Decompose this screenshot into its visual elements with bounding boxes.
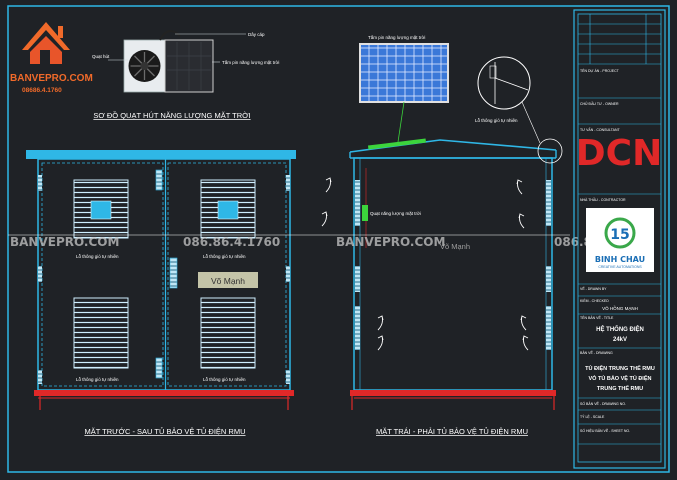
label-fan: Quạt hút — [92, 54, 110, 59]
tb-drawing-title-2: VỎ TỦ BẢO VỆ TỦ ĐIỆN — [589, 374, 652, 382]
tb-consultant-label: TƯ VẤN - CONSULTANT — [580, 128, 620, 132]
hinge-left-top — [38, 175, 42, 191]
tb-owner-label: CHỦ ĐẦU TƯ - OWNER — [580, 101, 619, 106]
front-base — [34, 390, 294, 396]
side-strip-right-top — [546, 180, 551, 226]
detail-callout-circle — [537, 138, 563, 164]
tb-scale-label: TỶ LỆ - SCALE — [580, 414, 605, 419]
side-strip-left-mid — [355, 266, 360, 292]
side-base — [350, 390, 556, 396]
tb-designer: VÕ HỒNG MẠNH — [602, 305, 638, 311]
front-view-title: MẶT TRƯỚC - SAU TỦ BẢO VỆ TỦ ĐIỆN RMU — [84, 427, 245, 436]
hinge-right-mid — [286, 266, 290, 282]
louver-bottom-left — [73, 297, 129, 369]
front-vent-label-upper-left: Lỗ thông gió tự nhiên — [76, 253, 119, 259]
hinge-right-top — [286, 175, 290, 191]
roof-mounted-panel — [367, 138, 427, 150]
title-block: TÊN DỰ ÁN - PROJECT CHỦ ĐẦU TƯ - OWNER T… — [573, 9, 666, 469]
side-fan-label: Quạt năng lượng mặt trời — [370, 211, 421, 216]
hinge-right-bottom — [286, 370, 290, 384]
label-cable: Dây cáp — [248, 32, 265, 37]
watermark-site-right: BANVEPRO.COM — [336, 235, 445, 249]
front-vent-label-lower-right: Lỗ thông gió tự nhiên — [203, 376, 246, 382]
house-logo-icon — [22, 22, 70, 50]
tb-contractor-label: NHÀ THẦU - CONTRACTOR — [580, 198, 626, 202]
front-view: Lỗ thông gió tự nhiên Lỗ thông gió tự nh… — [26, 150, 296, 436]
banvepro-logo: BANVEPRO.COM 08686.4.1760 — [10, 22, 93, 94]
roof-solar-panel — [359, 43, 449, 103]
side-sign: Võ Mạnh — [440, 242, 470, 251]
front-vent-label-lower-left: Lỗ thông gió tự nhiên — [76, 376, 119, 382]
side-strip-left-bottom — [355, 306, 360, 350]
louver-bottom-right — [200, 297, 256, 369]
binh-chau-name: BINH CHAU — [595, 255, 645, 264]
watermark-band: BANVEPRO.COM 086.86.4.1760 BANVEPRO.COM … — [8, 234, 651, 249]
tb-project-label: TÊN DỰ ÁN - PROJECT — [580, 68, 620, 73]
side-strip-right-mid — [546, 266, 551, 292]
front-sign: Võ Mạnh — [211, 276, 245, 286]
front-roof — [26, 150, 296, 159]
side-strip-left-top — [355, 180, 360, 226]
tb-drawing-title-1: TỦ ĐIỆN TRUNG THẾ RMU — [585, 364, 655, 372]
tb-drawing-title-3: TRUNG THẾ RMU — [597, 385, 643, 392]
logo-brand: BANVEPRO.COM — [10, 73, 93, 84]
side-vent-label: Lỗ thông gió tự nhiên — [475, 117, 518, 123]
watermark-site-left: BANVEPRO.COM — [10, 235, 119, 249]
tb-checked-label: KIỂM - CHECKED — [580, 298, 609, 303]
tb-number-label: SỐ BẢN VẼ - DRAWING NO. — [580, 401, 626, 406]
hinge-left-bottom — [38, 370, 42, 384]
detail-callout-zoom — [477, 56, 531, 110]
tb-sheet-label: SỐ HIỆU BẢN VẼ - SHEET NO. — [580, 428, 630, 433]
hinge-left-mid — [38, 266, 42, 282]
fan-cable — [159, 30, 181, 41]
logo-phone: 08686.4.1760 — [22, 87, 62, 94]
side-strip-right-bottom — [546, 306, 551, 350]
tb-drawing-label: BẢN VẼ - DRAWING — [580, 350, 613, 355]
binh-chau-sub: CREATIVE AUTOMATIONS — [598, 265, 642, 269]
tb-voltage: 24kV — [613, 337, 627, 343]
airflow-arrows — [321, 177, 529, 351]
door-handle-top — [155, 169, 163, 191]
side-solar-fan — [362, 205, 368, 221]
side-view-title: MẶT TRÁI - PHẢI TỦ BẢO VỆ TỦ ĐIỆN RMU — [376, 427, 528, 436]
solar-fan-front-right — [217, 200, 239, 220]
tb-drawn-label: VẼ - DRAWN BY — [580, 286, 607, 291]
side-cabinet-body — [353, 157, 553, 391]
door-handle-middle — [169, 257, 178, 289]
svg-text:15: 15 — [610, 227, 629, 243]
binh-chau-logo-icon — [604, 217, 636, 249]
tb-system-label: TÊN BẢN VẼ - TITLE — [580, 315, 614, 320]
dcn-logo: DCN — [576, 133, 662, 174]
label-panel: Tấm pin năng lượng mặt trời — [222, 60, 279, 65]
front-sign-box — [198, 272, 258, 288]
front-vent-label-upper-right: Lỗ thông gió tự nhiên — [203, 253, 246, 259]
solar-fan-front-left — [90, 200, 112, 220]
solar-fan-title: SƠ ĐỒ QUẠT HÚT NĂNG LƯỢNG MẶT TRỜI — [93, 110, 250, 120]
solar-fan-diagram: Quạt hút Dây cáp Tấm pin năng lượng mặt … — [92, 30, 279, 120]
drawing-frame — [7, 5, 670, 473]
watermark-phone-left: 086.86.4.1760 — [183, 235, 280, 249]
side-view: Tấm pin năng lượng mặt trời Quạt năng lư… — [321, 35, 563, 436]
side-panel-label: Tấm pin năng lượng mặt trời — [368, 35, 425, 40]
tb-system-name: HỆ THỐNG ĐIỆN — [596, 325, 644, 333]
door-handle-bottom — [155, 357, 163, 379]
